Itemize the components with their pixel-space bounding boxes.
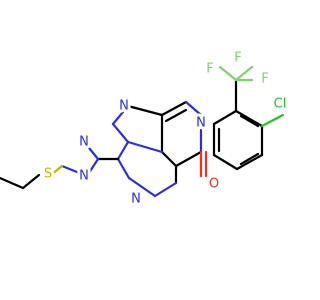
s-thioether-label: S: [44, 167, 52, 182]
bond: [127, 176, 157, 198]
bond: [111, 104, 130, 126]
bond: [160, 100, 188, 117]
bond: [212, 109, 238, 126]
molecule-structure: N N N N N O S Cl F F F: [0, 48, 289, 210]
atom-labels: N N N N N O S Cl F F F: [41, 48, 289, 210]
bond: [44, 164, 64, 181]
bond: [212, 153, 239, 171]
bond: [239, 152, 260, 166]
bond: [174, 150, 203, 168]
bond: [21, 173, 41, 190]
bond: [83, 141, 100, 161]
bond: [164, 108, 188, 123]
o-carbonyl-label: O: [209, 177, 219, 192]
bond: [85, 157, 100, 178]
n-triazole-bottom-label: N: [79, 169, 89, 184]
bond: [111, 122, 130, 144]
bond: [126, 140, 164, 154]
bond: [60, 164, 89, 178]
molecule-canvas: N N N N N O S Cl F F F: [0, 48, 289, 210]
bond: [184, 100, 203, 117]
n-pyrimidine-bottom-label: N: [131, 192, 141, 207]
bond: [160, 150, 178, 168]
n-ring-left-label: N: [119, 99, 129, 114]
f-top-left-label: F: [206, 62, 213, 77]
bond: [260, 113, 285, 128]
bond: [239, 114, 260, 128]
bond: [116, 157, 131, 180]
n-triazole-top-label: N: [79, 135, 89, 150]
bond: [0, 176, 25, 190]
bond: [234, 109, 264, 128]
cl-aryl-label: Cl: [274, 97, 287, 112]
bond: [234, 65, 254, 82]
n-ring-top-label: N: [196, 116, 206, 131]
bond: [116, 140, 130, 161]
bonds: [0, 65, 285, 198]
bond: [235, 153, 264, 171]
bond: [153, 181, 178, 198]
bond: [126, 104, 164, 117]
f-top-right-label: F: [234, 51, 241, 66]
bond: [218, 65, 238, 82]
f-right-label: F: [261, 72, 268, 87]
